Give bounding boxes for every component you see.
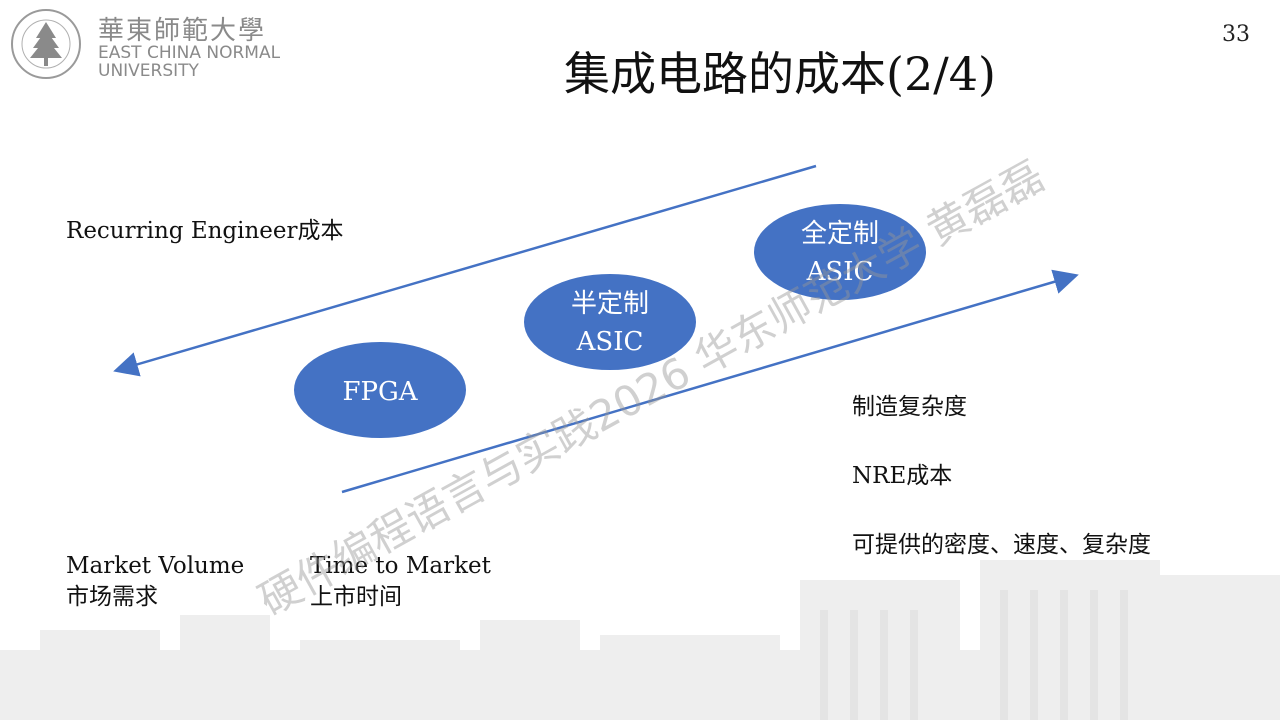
full-custom-label-line1: 全定制 — [801, 219, 879, 249]
logo-english-line2: UNIVERSITY — [98, 61, 199, 81]
university-logo: 華東師範大學 EAST CHINA NORMAL UNIVERSITY — [8, 6, 298, 82]
full-custom-asic-ellipse: 全定制 ASIC — [754, 204, 926, 300]
logo-english-line1: EAST CHINA NORMAL — [98, 43, 281, 63]
fpga-ellipse: FPGA — [294, 342, 466, 438]
nre-cost-label: NRE成本 — [852, 463, 953, 489]
semi-custom-asic-ellipse: 半定制 ASIC — [524, 274, 696, 370]
semi-custom-label-line1: 半定制 — [571, 289, 649, 319]
recurring-cost-label: Recurring Engineer成本 — [66, 218, 344, 244]
complexity-arrow — [341, 269, 1079, 494]
manufacturing-complexity-label: 制造复杂度 — [852, 394, 967, 420]
full-custom-label-line2: ASIC — [806, 257, 874, 287]
campus-skyline-background — [0, 560, 1280, 720]
market-volume-label: Market Volume — [66, 553, 245, 579]
market-demand-label: 市场需求 — [66, 584, 158, 610]
time-to-market-cn-label: 上市时间 — [310, 584, 402, 610]
fpga-label: FPGA — [342, 377, 418, 407]
page-number: 33 — [1222, 22, 1250, 47]
semi-custom-label-line2: ASIC — [576, 327, 644, 357]
recurring-cost-arrow — [113, 164, 817, 377]
slide-title: 集成电路的成本(2/4) — [564, 47, 996, 101]
time-to-market-label: Time to Market — [310, 553, 491, 579]
university-seal-icon — [11, 9, 81, 79]
density-speed-complexity-label: 可提供的密度、速度、复杂度 — [852, 532, 1151, 558]
logo-chinese-name: 華東師範大學 — [98, 16, 267, 46]
